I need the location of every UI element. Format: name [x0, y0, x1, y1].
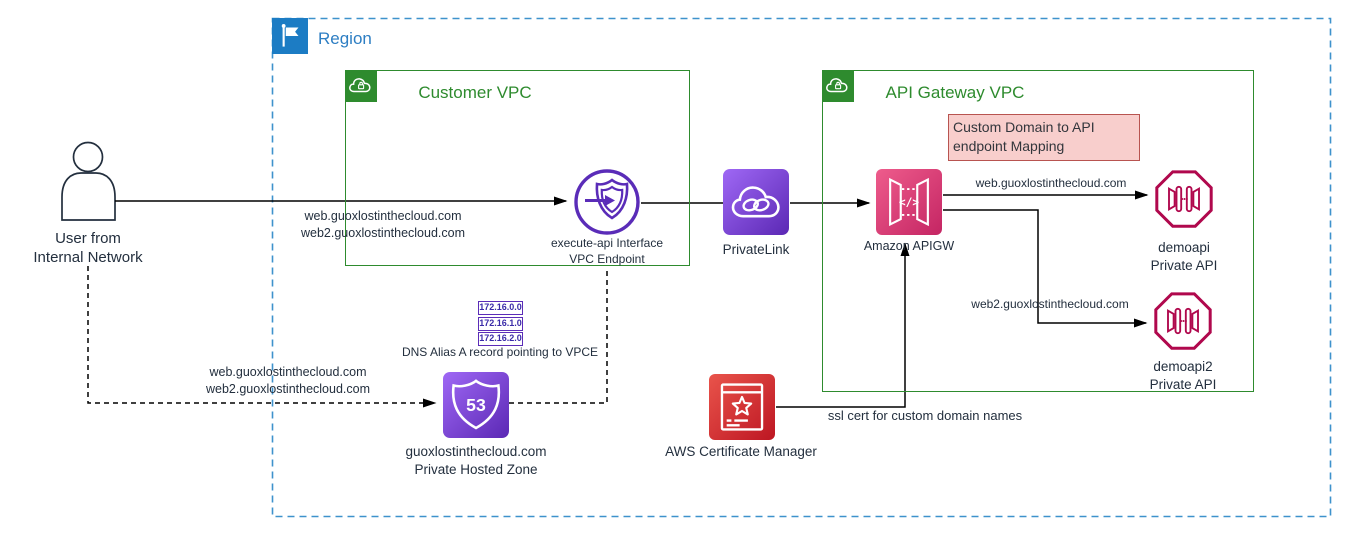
demoapi2-label-line1: demoapi2 — [1153, 359, 1213, 374]
note-line2: endpoint Mapping — [953, 138, 1065, 154]
demoapi-label-line2: Private API — [1150, 257, 1218, 273]
note-line1: Custom Domain to API — [953, 119, 1095, 135]
api-gateway-vpc-box — [822, 70, 1254, 392]
edge-label-acm-to-apigw: ssl cert for custom domain names — [827, 408, 1023, 423]
vpc-endpoint-label-line1: execute-api Interface — [550, 236, 664, 250]
demoapi2-label: demoapi2 Private API — [1123, 358, 1243, 393]
api-gateway-vpc-cloud-lock-icon — [822, 70, 854, 102]
user-label-line1: User from — [55, 230, 121, 247]
amazon-apigw-icon: </> — [876, 169, 942, 235]
edge-label-line1: web.guoxlostinthecloud.com — [304, 209, 462, 223]
edge-label-apigw-to-demoapi: web.guoxlostinthecloud.com — [975, 176, 1127, 190]
edge-route53-to-endpoint-dashed — [509, 269, 608, 404]
custom-domain-mapping-note: Custom Domain to API endpoint Mapping — [948, 114, 1140, 161]
customer-vpc-title: Customer VPC — [418, 83, 532, 102]
acm-label: AWS Certificate Manager — [665, 444, 817, 459]
route53-number-glyph: 53 — [466, 395, 486, 415]
route53-icon: 53 — [443, 372, 509, 438]
demoapi-label: demoapi Private API — [1124, 239, 1244, 274]
demoapi-label-line1: demoapi — [1158, 240, 1210, 255]
region-label: Region — [318, 29, 372, 48]
customer-vpc-box — [345, 70, 690, 266]
vpc-endpoint-label: execute-api Interface VPC Endpoint — [527, 236, 687, 267]
privatelink-label: PrivateLink — [722, 242, 790, 257]
demoapi-private-api-icon — [1154, 169, 1214, 229]
route53-label-line2: Private Hosted Zone — [414, 462, 538, 477]
edge-label-user-to-route53: web.guoxlostinthecloud.com web2.guoxlost… — [188, 364, 388, 398]
dns-record-2: 172.16.1.0 — [478, 316, 523, 331]
edge-label-user-to-endpoint: web.guoxlostinthecloud.com web2.guoxlost… — [283, 208, 483, 242]
customer-vpc-cloud-lock-icon — [345, 70, 377, 102]
amazon-apigw-label: Amazon APIGW — [863, 239, 955, 253]
privatelink-icon — [723, 169, 789, 235]
vpc-endpoint-label-line2: VPC Endpoint — [569, 251, 645, 266]
dns-alias-note: DNS Alias A record pointing to VPCE — [401, 345, 599, 359]
edge-acm-to-apigw — [776, 242, 910, 408]
edge-apigw-to-demoapi2 — [943, 209, 1148, 328]
api-gateway-vpc-title: API Gateway VPC — [885, 83, 1025, 102]
vpc-endpoint-icon — [572, 167, 642, 237]
edge-label-line2: web2.guoxlostinthecloud.com — [301, 226, 465, 240]
dns-record-1: 172.16.0.0 — [478, 301, 523, 315]
region-dashed-border — [271, 17, 1332, 518]
route53-label: guoxlostinthecloud.com Private Hosted Zo… — [386, 443, 566, 479]
route53-label-line1: guoxlostinthecloud.com — [405, 444, 547, 459]
dns-record-3: 172.16.2.0 — [478, 332, 523, 346]
user-label-line2: Internal Network — [33, 249, 143, 266]
edge-label-line2: web2.guoxlostinthecloud.com — [206, 382, 370, 396]
edge-label-apigw-to-demoapi2: web2.guoxlostinthecloud.com — [971, 297, 1129, 311]
apigw-code-glyph: </> — [899, 196, 919, 209]
user-person-icon — [61, 141, 116, 221]
demoapi2-private-api-icon — [1153, 291, 1213, 351]
aws-certificate-manager-icon — [709, 374, 775, 440]
demoapi2-label-line2: Private API — [1149, 376, 1217, 392]
user-label: User from Internal Network — [8, 229, 168, 267]
edge-label-line1: web.guoxlostinthecloud.com — [209, 365, 367, 379]
edge-user-to-route53-dashed — [87, 266, 437, 408]
region-flag-icon — [272, 18, 308, 54]
